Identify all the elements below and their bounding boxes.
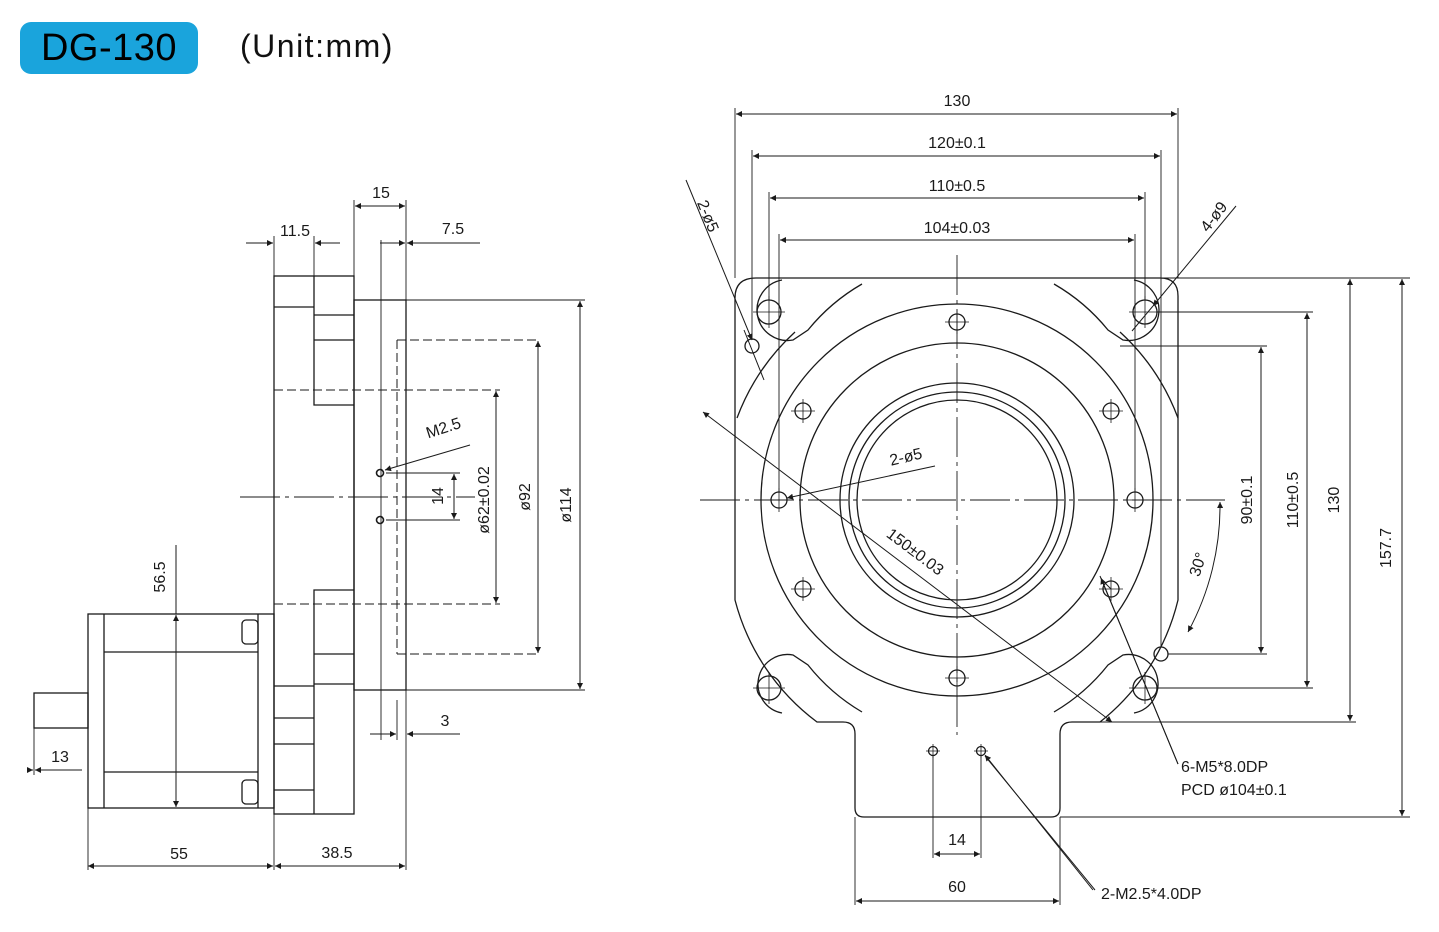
dim-w120: 120±0.1 bbox=[928, 135, 986, 152]
dim-w110: 110±0.5 bbox=[929, 178, 986, 195]
label-pcd150: 150±0.03 bbox=[883, 526, 947, 580]
label-m5: 6-M5*8.0DP bbox=[1181, 759, 1268, 776]
dim-3: 3 bbox=[441, 713, 450, 730]
m2-5-hole-upper bbox=[375, 468, 385, 478]
dim-h157-7: 157.7 bbox=[1378, 528, 1395, 568]
pin-hole-right bbox=[1153, 646, 1169, 662]
m2-5-hole-lower bbox=[375, 515, 385, 525]
output-flange bbox=[353, 299, 407, 691]
label-2-phi5-mid: 2-ø5 bbox=[888, 446, 924, 470]
motor-body bbox=[87, 613, 275, 809]
dim-11-5: 11.5 bbox=[280, 223, 310, 240]
front-outline bbox=[734, 277, 1179, 818]
dim-14-side: 14 bbox=[430, 487, 447, 505]
label-m2-5-holes: 2-M2.5*4.0DP bbox=[1101, 886, 1202, 903]
dim-h110: 110±0.5 bbox=[1285, 472, 1302, 529]
unit-label: (Unit:mm) bbox=[240, 28, 394, 64]
label-pcd104: PCD ø104±0.1 bbox=[1181, 782, 1287, 799]
model-badge: DG-130 bbox=[20, 22, 198, 74]
dim-w130: 130 bbox=[944, 93, 971, 110]
dim-w14: 14 bbox=[948, 832, 966, 849]
front-view-labels: 130 120±0.1 110±0.5 104±0.03 2-ø5 4-ø9 2… bbox=[693, 93, 1395, 903]
dim-h130: 130 bbox=[1326, 487, 1343, 514]
dim-62: ø62±0.02 bbox=[476, 466, 493, 534]
side-view bbox=[27, 200, 585, 870]
dim-13: 13 bbox=[51, 749, 69, 766]
dim-w60: 60 bbox=[948, 879, 966, 896]
dim-15: 15 bbox=[372, 185, 390, 202]
dim-7-5: 7.5 bbox=[442, 221, 464, 238]
dim-w104: 104±0.03 bbox=[924, 220, 991, 237]
dim-114: ø114 bbox=[558, 487, 575, 522]
dim-m2-5: M2.5 bbox=[424, 415, 463, 442]
front-view bbox=[685, 108, 1410, 905]
dim-56-5: 56.5 bbox=[152, 561, 169, 592]
label-30-deg: 30° bbox=[1187, 550, 1211, 578]
dim-38-5: 38.5 bbox=[321, 845, 352, 862]
dim-55: 55 bbox=[170, 846, 188, 863]
dim-92: ø92 bbox=[517, 483, 534, 511]
dim-h90: 90±0.1 bbox=[1239, 475, 1256, 524]
motor-shaft bbox=[33, 692, 89, 729]
label-2-phi5-top: 2-ø5 bbox=[693, 198, 721, 235]
